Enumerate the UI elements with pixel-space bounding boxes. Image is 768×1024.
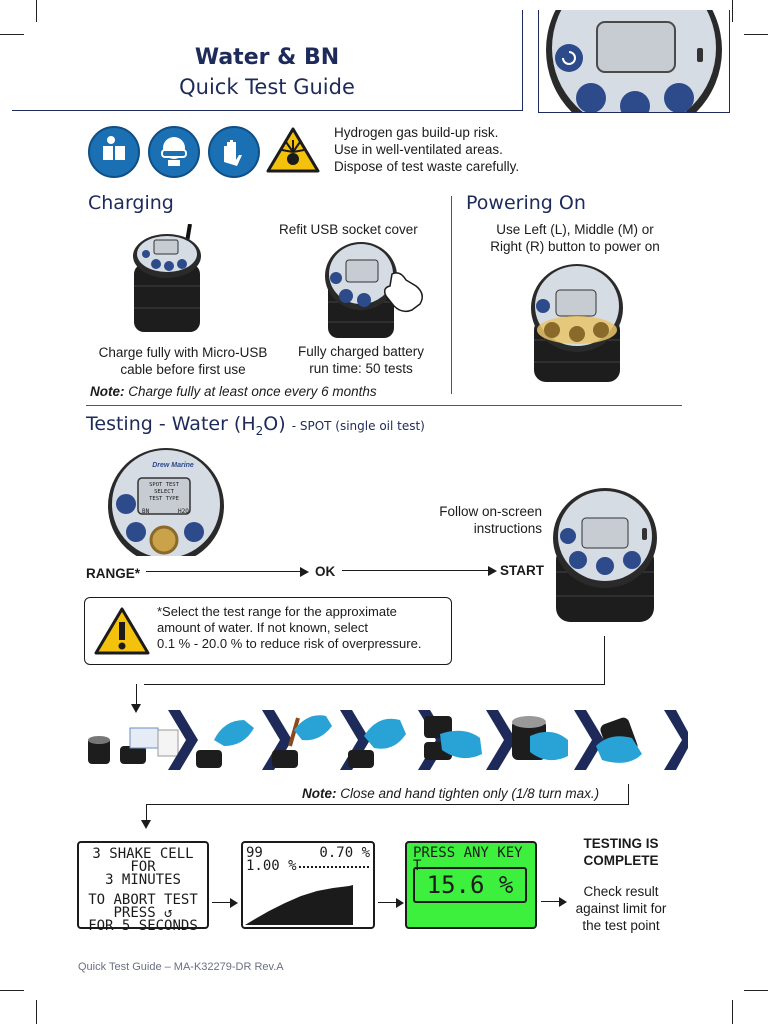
read-manual-icon (88, 126, 140, 178)
device-photo-header (538, 10, 730, 113)
crop-mark (744, 990, 768, 991)
arrowhead (488, 566, 497, 576)
refit-cover-text: Refit USB socket cover (279, 222, 418, 237)
crop-mark (732, 0, 733, 22)
arrow-ok-start (342, 570, 490, 571)
step-shake (596, 710, 688, 770)
crop-mark (744, 34, 768, 35)
arrow-screen-1 (212, 902, 232, 903)
flow-connector (136, 684, 137, 706)
powering-text: Use Left (L), Middle (M) or Right (R) bu… (490, 222, 660, 254)
check-result-text: Check result against limit for the test … (575, 884, 667, 933)
step-tighten (512, 710, 604, 770)
crop-mark (0, 34, 24, 35)
screen-progress-graph: 99 0.70 % 1.00 % (241, 841, 375, 929)
graph-limit-line (299, 866, 369, 868)
device-usb-cover-photo (322, 240, 432, 344)
arrowhead (559, 897, 567, 907)
arrowhead (300, 567, 309, 577)
testing-complete-text: TESTING IS COMPLETE (583, 836, 659, 868)
title-box: Water & BN Quick Test Guide (12, 10, 523, 111)
gloves-icon (208, 126, 260, 178)
warning-text: *Select the test range for the approxima… (157, 604, 422, 651)
explosive-hazard-icon (266, 126, 320, 174)
ok-label: OK (315, 564, 336, 579)
device-start-photo (550, 486, 660, 626)
warning-icon (94, 607, 150, 655)
charging-note: Note: Charge fully at least once every 6… (90, 384, 377, 399)
graph-reading: 0.70 % (319, 845, 370, 861)
graph-curve (245, 885, 353, 925)
graph-time: 99 (246, 845, 263, 861)
arrowhead (141, 820, 151, 829)
section-divider (451, 196, 452, 394)
arrowhead (131, 704, 141, 713)
flow-connector (628, 784, 629, 804)
powering-heading: Powering On (466, 192, 586, 214)
device-charging-photo (128, 223, 206, 336)
range-label: RANGE* (86, 566, 141, 581)
arrowhead (396, 898, 404, 908)
page-title: Water & BN (194, 45, 340, 70)
crop-mark (36, 1000, 37, 1024)
safety-text: Hydrogen gas build-up risk. Use in well-… (334, 125, 520, 174)
flow-connector (604, 636, 605, 684)
arrow-range-ok (146, 571, 302, 572)
device-screen: SPOT TEST SELECT TEST TYPE (149, 482, 179, 502)
screen-label-right: H2O (178, 508, 189, 515)
safety-goggles-icon (148, 126, 200, 178)
screen-result: PRESS ANY KEY T 15.6 % (405, 841, 537, 929)
flow-connector (146, 804, 147, 822)
charge-caption-2: Fully charged battery run time: 50 tests (297, 344, 425, 376)
procedure-steps-strip (84, 706, 688, 776)
flow-connector (146, 804, 629, 805)
page-subtitle: Quick Test Guide (179, 75, 355, 99)
result-header: PRESS ANY KEY T (413, 845, 523, 874)
step-attach-lid (424, 710, 516, 770)
start-label: START (500, 563, 544, 578)
charge-caption-1: Charge fully with Micro-USB cable before… (98, 345, 268, 377)
screen-label-left: BN (142, 508, 150, 515)
crop-mark (732, 1000, 733, 1024)
device-power-photo (528, 262, 626, 386)
crop-mark (36, 0, 37, 22)
arrow-screen-2 (378, 902, 398, 903)
graph-limit: 1.00 % (246, 858, 297, 874)
result-value: 15.6 % (413, 867, 527, 903)
tighten-note: Note: Close and hand tighten only (1/8 t… (302, 786, 600, 801)
brand-logo: Drew Marine (152, 462, 194, 469)
section-rule (86, 405, 682, 406)
crop-mark (0, 990, 24, 991)
follow-instructions-text: Follow on-screen instructions (439, 504, 542, 536)
device-range-select-photo: Drew Marine SPOT TEST SELECT TEST TYPE B… (106, 446, 226, 564)
range-warning-box: *Select the test range for the approxima… (84, 597, 452, 665)
charging-heading: Charging (88, 192, 174, 214)
testing-heading: Testing - Water (H2O) - SPOT (single oil… (86, 413, 425, 438)
screen-shake-cell: 3 SHAKE CELL FOR 3 MINUTES TO ABORT TEST… (77, 841, 209, 933)
flow-connector (144, 684, 605, 685)
step-add-sample (272, 710, 370, 770)
arrow-screen-3 (541, 901, 561, 902)
step-add-reagent (88, 710, 198, 770)
arrowhead (230, 898, 238, 908)
footer-text: Quick Test Guide – MA-K32279-DR Rev.A (78, 961, 284, 973)
